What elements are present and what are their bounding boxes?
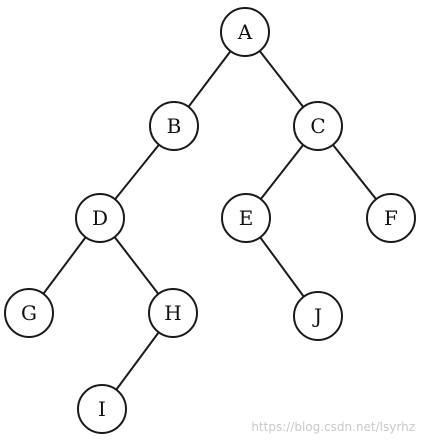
node-j: J [293,291,343,341]
node-g: G [4,288,54,338]
node-b-label: B [167,114,182,138]
node-d: D [75,193,125,243]
node-g-label: G [21,301,37,325]
node-e: E [221,193,271,243]
node-b: B [149,101,199,151]
node-j-label: J [312,304,322,328]
node-i-label: I [98,397,106,421]
node-f-label: F [384,206,398,230]
node-i: I [77,384,127,434]
node-f: F [366,193,416,243]
node-a-label: A [237,20,253,44]
node-h: H [148,288,198,338]
node-a: A [220,7,270,57]
node-c: C [293,101,343,151]
node-e-label: E [239,206,254,230]
watermark-text: https://blog.csdn.net/lsyrhz [251,420,415,434]
tree-nodes: A B C D E F G H [4,7,416,434]
node-c-label: C [310,114,325,138]
node-d-label: D [92,206,108,230]
node-h-label: H [164,301,181,325]
